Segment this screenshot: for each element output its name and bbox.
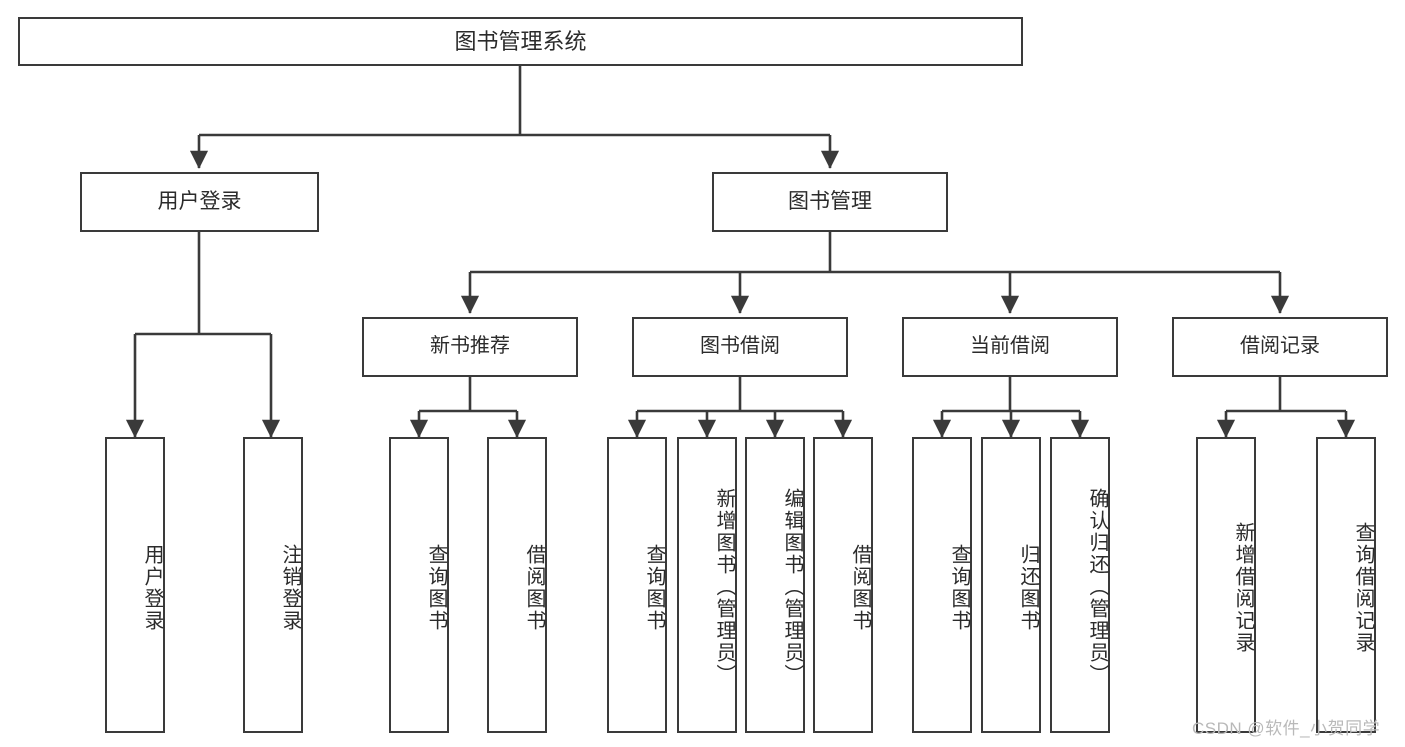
leaf-user-login-signin[interactable]: 用户登录 [105,437,165,733]
leaf-user-login-signout[interactable]: 注销登录 [243,437,303,733]
node-label: 当前借阅 [970,335,1050,358]
node-label: 新书推荐 [430,335,510,358]
node-borrow-record[interactable]: 借阅记录 [1172,317,1388,377]
leaf-current-return-book[interactable]: 归还图书 [981,437,1041,733]
node-label: 借阅图书 [523,544,545,632]
node-book-borrow[interactable]: 图书借阅 [632,317,848,377]
node-label: 用户登录 [141,544,163,632]
node-label: 新增图书（管理员） [713,488,735,686]
node-label: 图书管理系统 [454,28,587,54]
node-label: 图书管理 [788,189,872,213]
node-new-book-recommend[interactable]: 新书推荐 [362,317,578,377]
leaf-borrow-borrow-book[interactable]: 借阅图书 [813,437,873,733]
node-book-management[interactable]: 图书管理 [712,172,948,232]
node-label: 确认归还（管理员） [1086,488,1108,686]
node-label: 借阅图书 [849,544,871,632]
leaf-recommend-borrow-book[interactable]: 借阅图书 [487,437,547,733]
watermark: CSDN @软件_小贺同学 [1192,719,1381,738]
node-label: 查询图书 [948,544,970,632]
leaf-record-query-record[interactable]: 查询借阅记录 [1316,437,1376,733]
node-label: 查询借阅记录 [1352,522,1374,654]
node-label: 查询图书 [425,544,447,632]
node-user-login[interactable]: 用户登录 [80,172,319,232]
node-label: 编辑图书（管理员） [781,488,803,686]
leaf-borrow-query-book[interactable]: 查询图书 [607,437,667,733]
leaf-current-confirm-return-admin[interactable]: 确认归还（管理员） [1050,437,1110,733]
node-label: 注销登录 [279,544,301,632]
node-label: 新增借阅记录 [1232,522,1254,654]
node-label: 归还图书 [1017,544,1039,632]
leaf-recommend-query-book[interactable]: 查询图书 [389,437,449,733]
node-label: 借阅记录 [1240,335,1320,358]
node-label: 图书借阅 [700,335,780,358]
node-label: 查询图书 [643,544,665,632]
leaf-record-add-record[interactable]: 新增借阅记录 [1196,437,1256,733]
node-root-system[interactable]: 图书管理系统 [18,17,1023,66]
node-current-borrow[interactable]: 当前借阅 [902,317,1118,377]
leaf-borrow-add-book-admin[interactable]: 新增图书（管理员） [677,437,737,733]
leaf-borrow-edit-book-admin[interactable]: 编辑图书（管理员） [745,437,805,733]
node-label: 用户登录 [157,189,242,213]
leaf-current-query-book[interactable]: 查询图书 [912,437,972,733]
